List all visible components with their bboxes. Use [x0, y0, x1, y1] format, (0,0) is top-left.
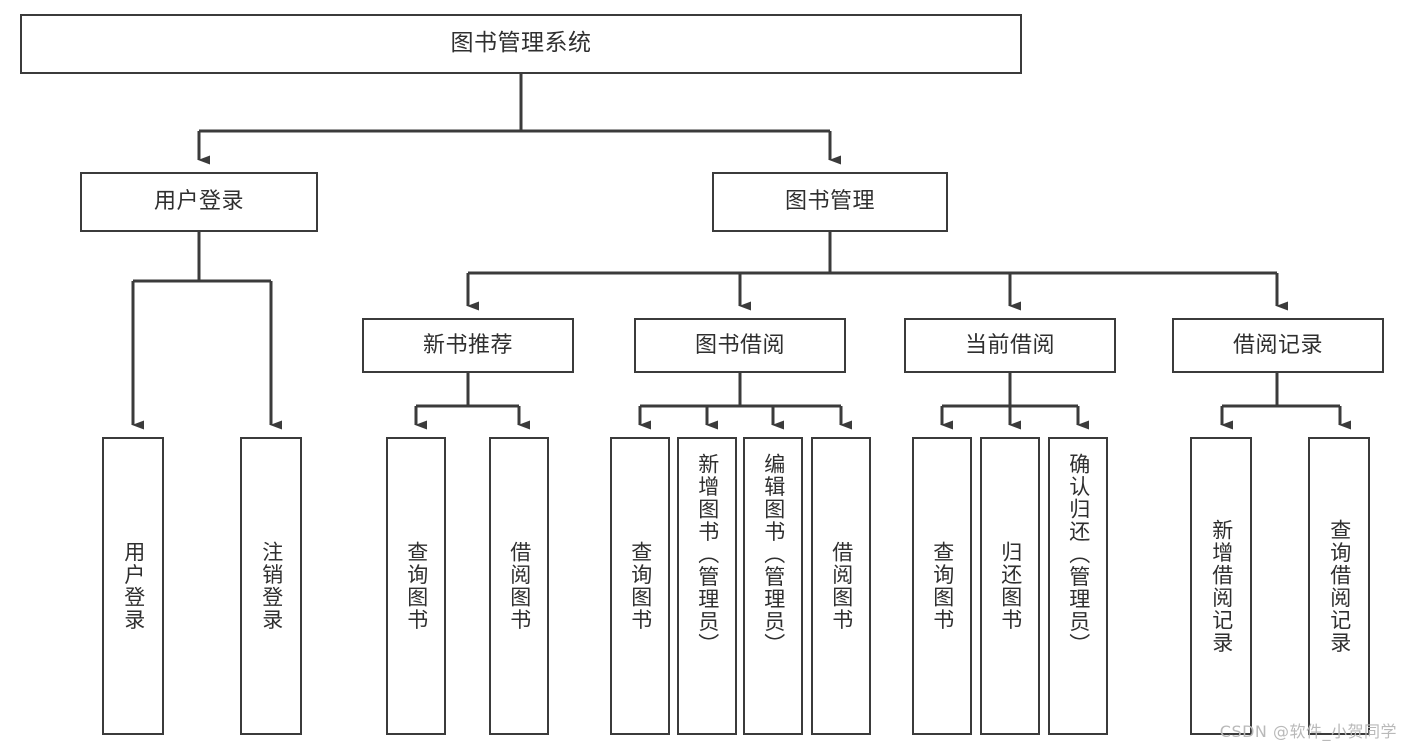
node-book-manage[interactable]: 图书管理 — [712, 172, 948, 232]
node-current-borrow[interactable]: 当前借阅 — [904, 318, 1116, 373]
node-borrow-record[interactable]: 借阅记录 — [1172, 318, 1384, 373]
node-leaf-logout[interactable]: 注销登录 — [240, 437, 302, 735]
node-leaf-borrow-book-2[interactable]: 借阅图书 — [811, 437, 871, 735]
node-leaf-query-book-2[interactable]: 查询图书 — [610, 437, 670, 735]
node-leaf-confirm-return-label: 确认归还（管理员） — [1066, 453, 1091, 656]
node-current-borrow-label: 当前借阅 — [964, 332, 1055, 358]
node-leaf-add-book[interactable]: 新增图书（管理员） — [677, 437, 737, 735]
node-leaf-add-record-label: 新增借阅记录 — [1209, 518, 1234, 654]
node-leaf-query-book-1-label: 查询图书 — [404, 541, 429, 631]
node-leaf-return-book-label: 归还图书 — [998, 541, 1023, 631]
node-leaf-query-record[interactable]: 查询借阅记录 — [1308, 437, 1370, 735]
node-leaf-return-book[interactable]: 归还图书 — [980, 437, 1040, 735]
node-leaf-user-login-label: 用户登录 — [121, 541, 146, 631]
node-user-login[interactable]: 用户登录 — [80, 172, 318, 232]
node-leaf-borrow-book-1-label: 借阅图书 — [507, 541, 532, 631]
node-leaf-query-book-1[interactable]: 查询图书 — [386, 437, 446, 735]
node-leaf-user-login[interactable]: 用户登录 — [102, 437, 164, 735]
node-leaf-add-record[interactable]: 新增借阅记录 — [1190, 437, 1252, 735]
node-leaf-confirm-return[interactable]: 确认归还（管理员） — [1048, 437, 1108, 735]
node-root[interactable]: 图书管理系统 — [20, 14, 1022, 74]
csdn-watermark: CSDN @软件_小贺同学 — [1219, 722, 1397, 741]
node-leaf-logout-label: 注销登录 — [259, 541, 284, 631]
node-leaf-query-book-3-label: 查询图书 — [930, 541, 955, 631]
node-user-login-label: 用户登录 — [153, 189, 244, 215]
node-leaf-add-book-label: 新增图书（管理员） — [695, 453, 720, 656]
node-borrow-record-label: 借阅记录 — [1232, 332, 1323, 358]
node-leaf-edit-book[interactable]: 编辑图书（管理员） — [743, 437, 803, 735]
node-leaf-query-book-2-label: 查询图书 — [628, 541, 653, 631]
node-book-manage-label: 图书管理 — [784, 189, 875, 215]
node-leaf-edit-book-label: 编辑图书（管理员） — [761, 453, 786, 656]
node-leaf-borrow-book-2-label: 借阅图书 — [829, 541, 854, 631]
node-root-label: 图书管理系统 — [450, 30, 592, 57]
node-new-book-rec[interactable]: 新书推荐 — [362, 318, 574, 373]
node-book-borrow[interactable]: 图书借阅 — [634, 318, 846, 373]
node-new-book-rec-label: 新书推荐 — [422, 332, 513, 358]
node-leaf-borrow-book-1[interactable]: 借阅图书 — [489, 437, 549, 735]
node-leaf-query-record-label: 查询借阅记录 — [1327, 518, 1352, 654]
node-leaf-query-book-3[interactable]: 查询图书 — [912, 437, 972, 735]
node-book-borrow-label: 图书借阅 — [694, 332, 785, 358]
